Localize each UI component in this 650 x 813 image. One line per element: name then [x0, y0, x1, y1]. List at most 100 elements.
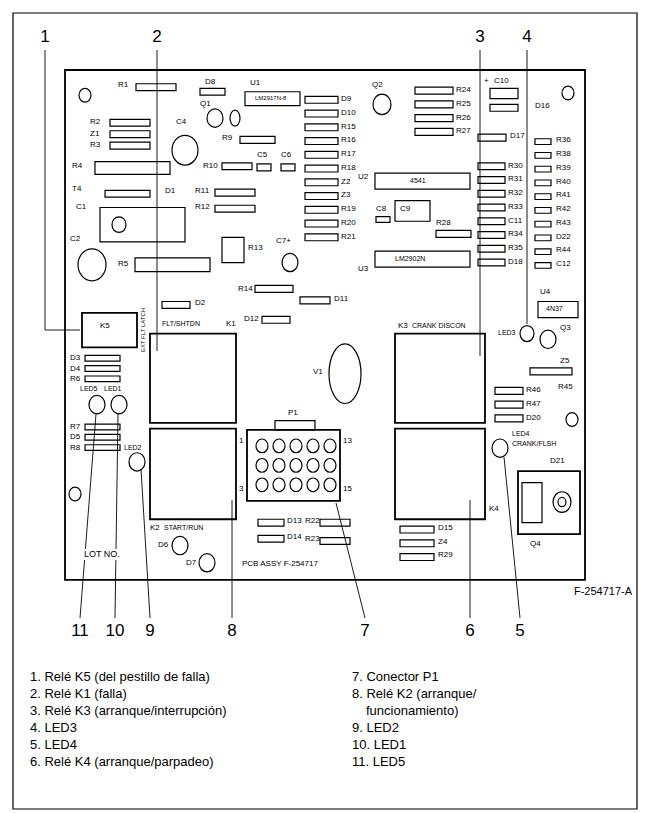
relay-outline	[150, 334, 236, 423]
resistor-symbol	[535, 208, 551, 214]
resistor-symbol	[478, 245, 505, 252]
resistor-symbol	[255, 285, 293, 292]
component-label: D2	[195, 299, 205, 307]
connector-pin	[324, 439, 336, 453]
resistor-symbol	[535, 139, 551, 145]
legend-column: 1. Relé K5 (del pestillo de falla)2. Rel…	[30, 668, 234, 770]
diode-symbol	[478, 259, 505, 266]
diode-symbol	[305, 96, 338, 103]
component-label: R8	[70, 444, 80, 452]
mounting-hole	[566, 413, 578, 427]
resistor-symbol	[305, 220, 338, 227]
component-label: R45	[558, 383, 573, 391]
led-symbol	[129, 453, 145, 471]
legend-column: 7. Conector P18. Relé K2 (arranque/ func…	[352, 668, 541, 770]
capacitor-symbol	[172, 135, 198, 165]
callout-number: 9	[145, 622, 154, 639]
component-label: C8	[376, 205, 386, 213]
resistor-symbol	[305, 151, 338, 158]
resistor-symbol	[478, 204, 505, 211]
component-label: LOT NO.	[82, 549, 122, 560]
resistor-symbol	[222, 163, 252, 170]
resistor-symbol	[478, 232, 505, 239]
callout-number: 2	[152, 28, 161, 45]
leader-lines	[45, 50, 527, 618]
component-outline	[230, 110, 240, 126]
component-label: Z2	[341, 178, 350, 186]
resistor-symbol	[415, 115, 453, 122]
component-label: D18	[508, 258, 523, 266]
resistor-symbol	[535, 180, 551, 186]
mounting-screw	[553, 492, 571, 513]
connector-pin	[324, 478, 336, 492]
legend-item: 9. LED2	[352, 719, 541, 736]
legend-item: 3. Relé K3 (arranque/interrupción)	[30, 702, 234, 719]
component-label: Q3	[560, 324, 571, 332]
resistor-symbol	[478, 163, 505, 170]
zener-symbol	[110, 131, 150, 138]
component-label: C11	[508, 217, 522, 225]
callout-number: 7	[360, 622, 369, 639]
callout-number: 8	[227, 622, 236, 639]
connector-pin	[307, 439, 319, 453]
resistor-symbol	[85, 424, 120, 430]
component-label: U2	[358, 173, 368, 181]
transistor-symbol	[207, 109, 223, 127]
transistor-symbol	[373, 94, 391, 115]
leader-line	[157, 50, 158, 351]
chip-outline	[245, 92, 300, 106]
capacitor-symbol	[376, 217, 390, 223]
component-label: D15	[438, 524, 453, 532]
component-label: R3	[90, 141, 100, 149]
component-label: D14	[287, 533, 302, 541]
component-label: C12	[556, 260, 571, 268]
component-label: Z4	[438, 538, 447, 546]
component-label: EXT FLT LATCH	[140, 308, 146, 352]
capacitor-symbol	[395, 201, 430, 222]
chip-outline	[375, 173, 470, 189]
component-label: C4	[176, 118, 186, 126]
resistor-symbol	[85, 376, 120, 382]
component-label: R30	[508, 162, 523, 170]
resistor-symbol	[535, 249, 551, 255]
component-label: LM2902N	[395, 255, 425, 262]
component-label: D4	[70, 365, 80, 373]
component-label: 15	[343, 485, 352, 493]
mounting-hole	[79, 88, 91, 102]
diode-symbol	[199, 554, 215, 572]
component-label: D8	[205, 78, 215, 86]
diode-symbol	[535, 235, 551, 241]
diode-symbol	[478, 134, 506, 141]
component-label: R13	[248, 244, 263, 252]
resistor-symbol	[305, 234, 338, 241]
resistor-symbol	[110, 142, 150, 149]
component-label: R31	[508, 175, 523, 183]
capacitor-symbol	[78, 249, 106, 281]
resistor-symbol	[415, 87, 453, 94]
resistor-symbol	[478, 177, 505, 184]
component-label: K3	[398, 322, 408, 330]
resistor-symbol	[495, 387, 523, 394]
zener-symbol	[400, 540, 434, 547]
relay-outline	[395, 429, 485, 520]
component-label: Q4	[530, 540, 541, 548]
component-label: R35	[508, 244, 523, 252]
resistor-symbol	[320, 519, 350, 526]
resistor-symbol	[95, 162, 170, 175]
component-label: R42	[556, 205, 571, 213]
component-label: R47	[526, 400, 541, 408]
component-label: R11	[195, 187, 209, 195]
resistor-symbol	[535, 221, 551, 227]
zener-symbol	[305, 179, 338, 186]
component-label: K4	[489, 505, 499, 513]
transformer-outline	[112, 217, 126, 232]
connector-outline	[275, 421, 315, 430]
mounting-hole	[562, 86, 574, 100]
diode-symbol	[172, 536, 188, 554]
resistor-symbol	[215, 189, 255, 196]
component-label: R38	[556, 150, 571, 158]
component-label: R17	[341, 150, 356, 158]
callout-number: 6	[465, 622, 474, 639]
component-label: K1	[226, 320, 236, 328]
component-label: R27	[456, 127, 471, 135]
